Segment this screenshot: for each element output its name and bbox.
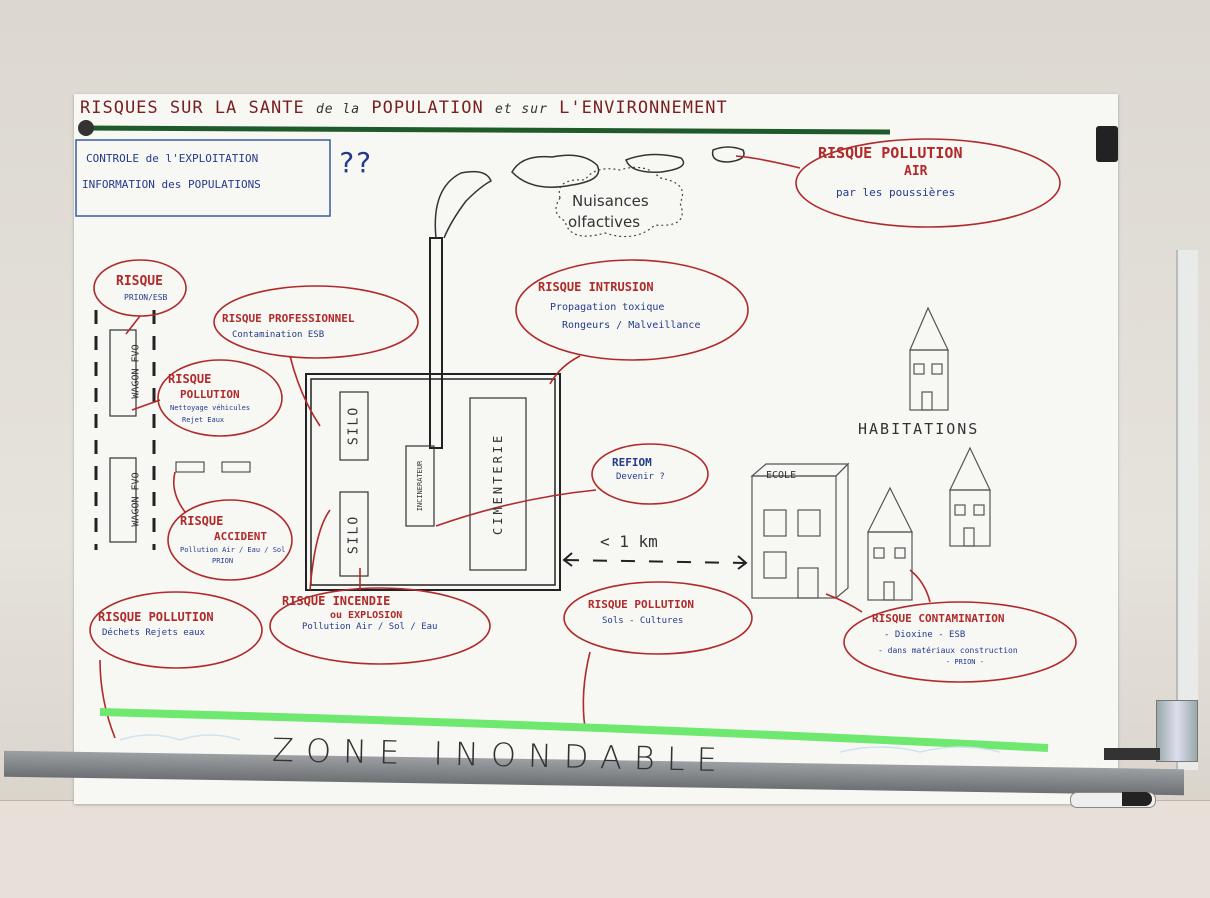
title-pin — [78, 120, 94, 136]
cloud-3 — [711, 146, 745, 163]
professionnel-sub: Contamination ESB — [232, 330, 325, 340]
chimney — [429, 237, 443, 449]
pollution-wagon-title2: POLLUTION — [180, 388, 240, 401]
magnet — [1096, 126, 1118, 162]
intrusion-sub2: Rongeurs / Malveillance — [562, 320, 701, 331]
contamination-title: RISQUE CONTAMINATION — [872, 612, 1005, 625]
distance-label: < 1 km — [600, 532, 658, 551]
intrusion-sub1: Propagation toxique — [550, 302, 665, 313]
title-part3: POPULATION — [371, 98, 484, 118]
accident-title1: RISQUE — [180, 514, 224, 528]
plant-enclosure — [305, 373, 561, 591]
nuisances-line2: olfactives — [568, 213, 641, 231]
habitations-label: HABITATIONS — [858, 420, 980, 438]
truck-2 — [221, 461, 251, 473]
bubble-incendie — [269, 587, 491, 665]
cimenterie-box — [469, 397, 527, 571]
title-part1: RISQUES SUR LA SANTE — [80, 98, 305, 118]
nuisance-cloud — [555, 166, 684, 238]
brand-logo — [1104, 748, 1160, 760]
title-underline — [85, 125, 891, 135]
bubble-intrusion — [515, 259, 749, 361]
bubble-pollution-wagon — [157, 359, 283, 437]
pollution-air-title: RISQUE POLLUTION — [818, 144, 963, 162]
cloud-1 — [511, 154, 600, 188]
silo-bottom-box — [339, 491, 369, 577]
ground-line — [99, 708, 1049, 752]
pollution-air-title2: AIR — [904, 164, 928, 179]
bubble-professionnel — [213, 285, 419, 359]
nuisances-line1: Nuisances — [572, 192, 649, 210]
pollution-wagon-sub1: Nettoyage véhicules — [170, 404, 251, 412]
contamination-sub2: - dans matériaux construction — [878, 646, 1018, 655]
hinge — [1156, 700, 1198, 762]
bubble-refiom — [591, 443, 709, 505]
accident-sub1: Pollution Air / Eau / Sol — [180, 546, 286, 554]
bubble-contamination — [843, 601, 1077, 683]
board-frame-right — [1176, 250, 1198, 770]
incendie-title1: RISQUE INCENDIE — [282, 594, 391, 608]
prion-sub: PRION/ESB — [124, 293, 168, 302]
bubble-pollution-dechets — [89, 591, 263, 669]
house-1 — [909, 306, 949, 411]
bubble-accident — [167, 499, 293, 581]
pollution-sols-sub: Sols - Cultures — [602, 616, 684, 626]
bubble-pollution-sols — [563, 581, 753, 655]
house-2 — [949, 446, 991, 547]
whiteboard — [74, 94, 1118, 804]
pollution-dechets-title: RISQUE POLLUTION — [98, 610, 214, 624]
pollution-wagon-title1: RISQUE — [168, 372, 212, 386]
house-3 — [867, 486, 913, 601]
control-line2: INFORMATION des POPULATIONS — [82, 178, 261, 191]
wagon-bottom-label: WAGON FVO — [130, 472, 142, 527]
wagon-top-label: WAGON FVO — [130, 344, 142, 399]
contamination-sub3: - PRION - — [946, 658, 984, 666]
title-part4: et sur — [494, 102, 548, 117]
wagon-bottom-box — [109, 457, 137, 543]
pollution-air-sub: par les poussières — [836, 186, 956, 199]
ecole-label: ECOLE — [766, 470, 797, 481]
pollution-dechets-sub: Déchets Rejets eaux — [102, 628, 205, 638]
pollution-sols-title: RISQUE POLLUTION — [588, 598, 694, 611]
incinerateur-label: INCINERATEUR — [416, 460, 424, 512]
marker-cap — [1122, 792, 1152, 806]
silo-top-label: SILO — [346, 405, 362, 446]
refiom-sub: Devenir ? — [616, 472, 665, 482]
cloud-2 — [625, 153, 685, 173]
refiom-title: REFIOM — [612, 456, 652, 469]
cimenterie-label: CIMENTERIE — [491, 432, 505, 535]
title-part5: L'ENVIRONNEMENT — [559, 98, 728, 118]
accident-title2: ACCIDENT — [214, 530, 267, 543]
intrusion-title: RISQUE INTRUSION — [538, 280, 654, 294]
control-line1: CONTROLE de l'EXPLOITATION — [86, 152, 259, 165]
silo-top-box — [339, 391, 369, 461]
accident-sub2: PRION — [212, 557, 234, 565]
incendie-title2: ou EXPLOSION — [330, 610, 403, 621]
question-marks: ?? — [338, 146, 372, 179]
smoke — [434, 170, 492, 239]
pollution-wagon-sub2: Rejet Eaux — [182, 416, 225, 424]
title: RISQUES SUR LA SANTE de la POPULATION et… — [80, 98, 728, 118]
ecole-building — [750, 462, 850, 599]
wagon-top-box — [109, 329, 137, 417]
contamination-sub1: - Dioxine - ESB — [884, 630, 966, 640]
incinerateur-box — [405, 445, 435, 527]
incendie-sub: Pollution Air / Sol / Eau — [302, 622, 438, 632]
professionnel-title: RISQUE PROFESSIONNEL — [222, 312, 355, 325]
bubble-pollution-air — [795, 138, 1061, 228]
title-part2: de la — [315, 102, 361, 117]
silo-bottom-label: SILO — [346, 514, 362, 555]
distance-arrow — [564, 559, 746, 564]
truck-1 — [175, 461, 205, 473]
wall-lower-panel — [0, 800, 1210, 898]
prion-title: RISQUE — [116, 274, 163, 289]
control-box-border — [75, 139, 331, 217]
